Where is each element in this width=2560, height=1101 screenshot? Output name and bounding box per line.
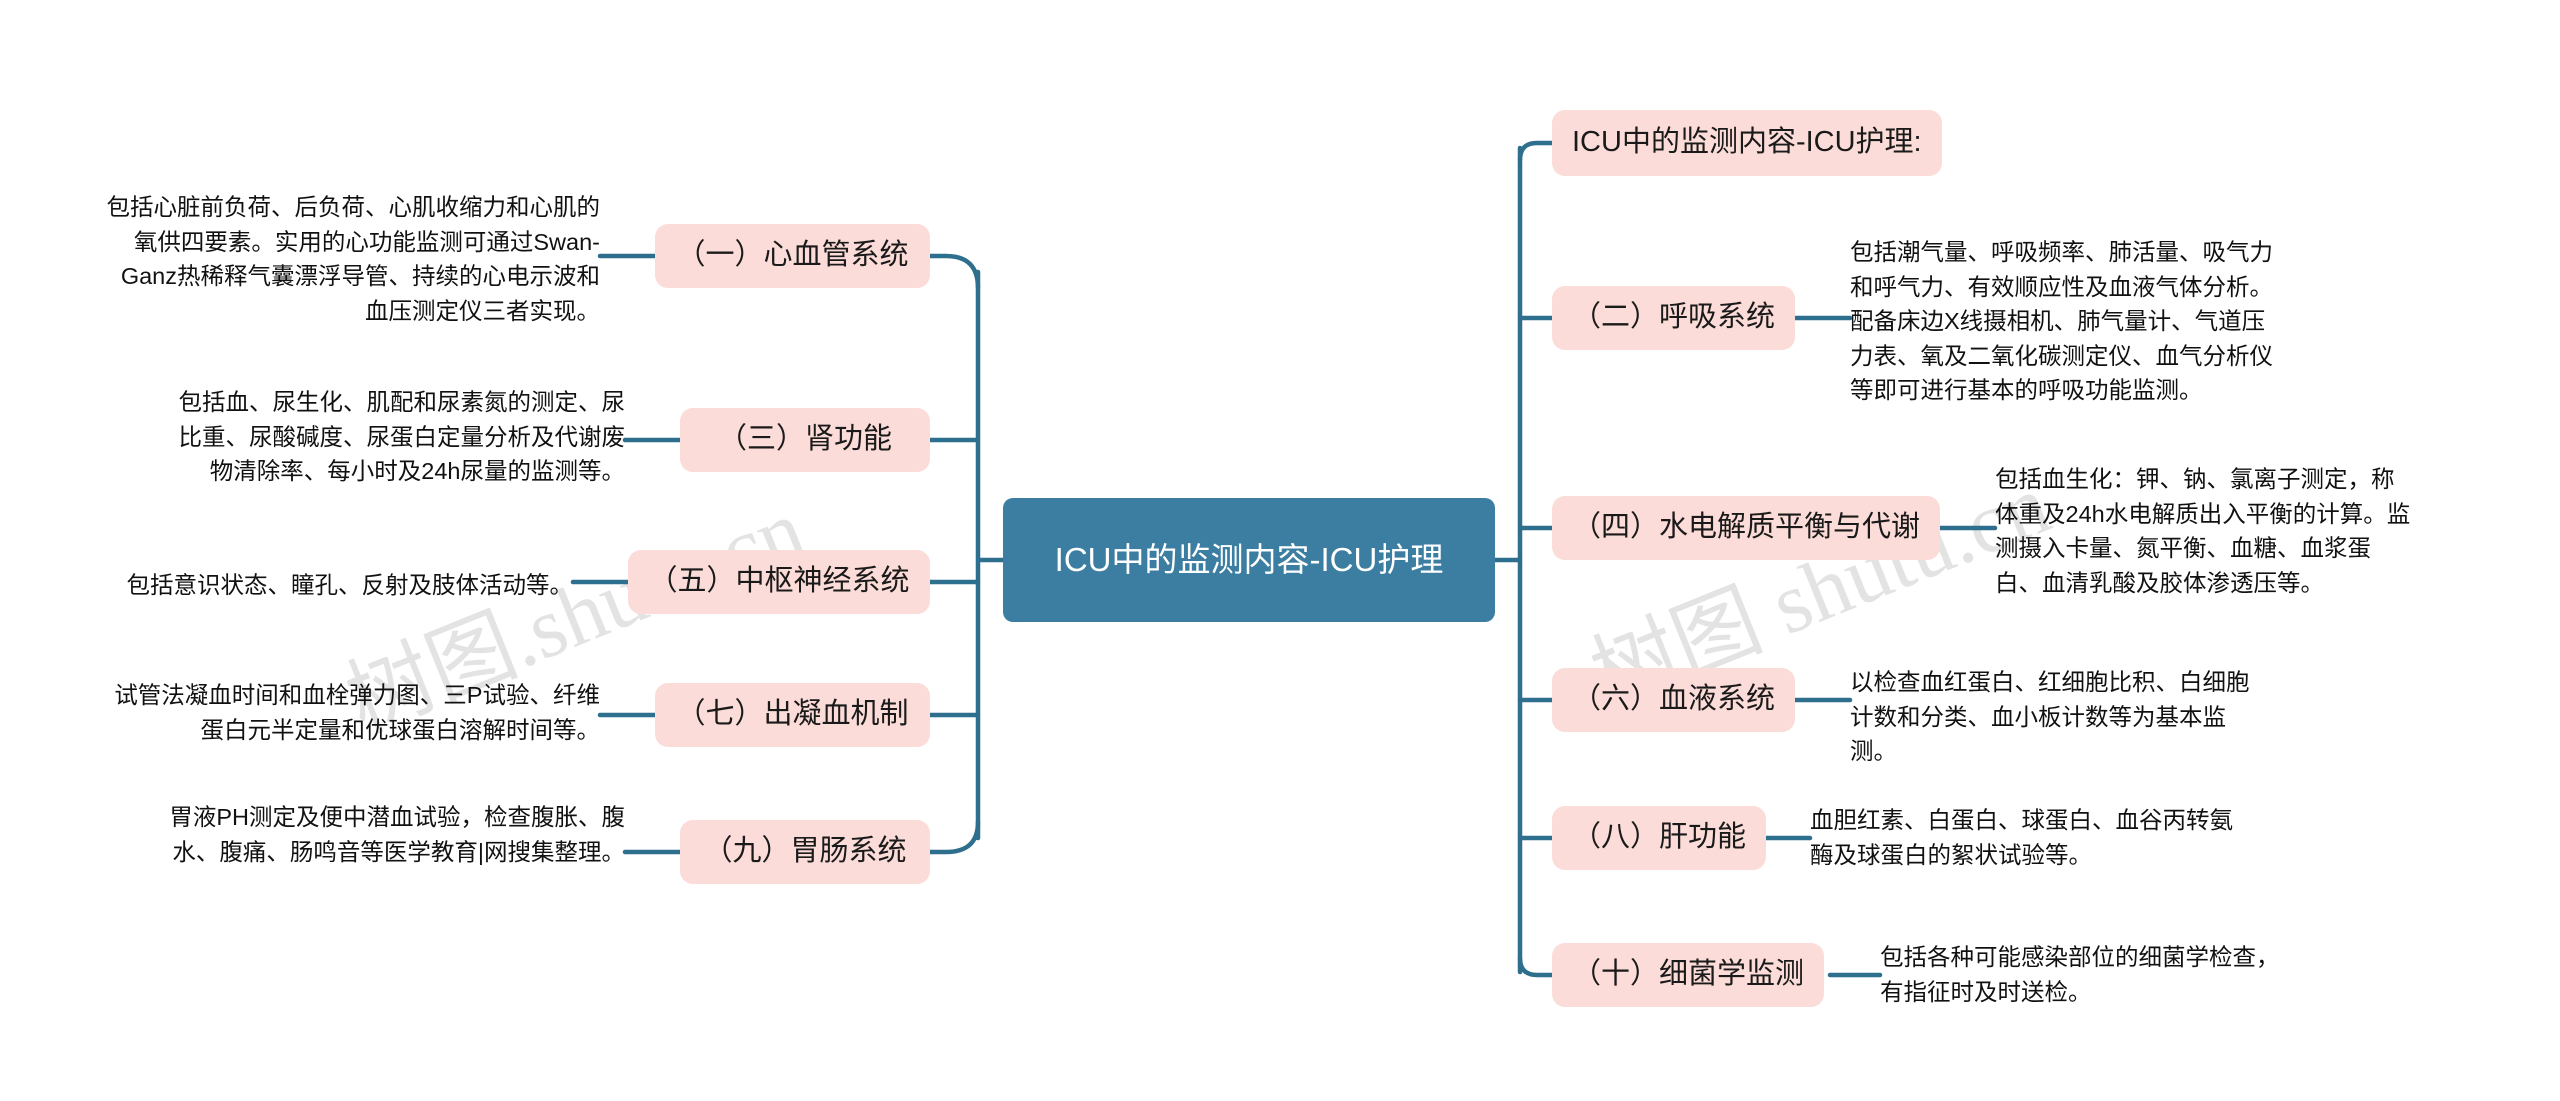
topic-gastrointestinal-label: （九）胃肠系统 <box>703 835 907 868</box>
topic-cns[interactable]: （五）中枢神经系统 <box>628 550 930 614</box>
link-right-topic-5 <box>1517 955 1555 978</box>
root-node-label: ICU中的监测内容-ICU护理 <box>1054 540 1444 578</box>
topic-respiratory[interactable]: （二）呼吸系统 <box>1552 286 1796 350</box>
note-respiratory-text: 包括潮气量、呼吸频率、肺活量、吸气力和呼气力、有效顺应性及血液气体分析。配备床边… <box>1850 239 2273 404</box>
link-left-topic-1 <box>927 253 981 291</box>
note-renal-function-text: 包括血、尿生化、肌配和尿素氮的测定、尿比重、尿酸碱度、尿蛋白定量分析及代谢废物清… <box>178 389 626 485</box>
note-cns-text: 包括意识状态、瞳孔、反射及肢体活动等。 <box>126 572 574 598</box>
note-respiratory: 包括潮气量、呼吸频率、肺活量、吸气力和呼气力、有效顺应性及血液气体分析。配备床边… <box>1850 235 2280 408</box>
topic-cns-label: （五）中枢神经系统 <box>648 565 910 598</box>
topic-cardiovascular[interactable]: （一）心血管系统 <box>655 224 930 288</box>
note-cardiovascular-text: 包括心脏前负荷、后负荷、心肌收缩力和心肌的氧供四要素。实用的心功能监测可通过Sw… <box>106 194 601 324</box>
right-header-node[interactable]: ICU中的监测内容-ICU护理: <box>1552 110 1942 176</box>
topic-liver-function[interactable]: （八）肝功能 <box>1552 806 1767 870</box>
topic-respiratory-label: （二）呼吸系统 <box>1572 301 1776 334</box>
topic-cardiovascular-label: （一）心血管系统 <box>676 239 909 272</box>
topic-gastrointestinal[interactable]: （九）胃肠系统 <box>680 820 930 884</box>
note-gastrointestinal: 胃液PH测定及便中潜血试验，检查腹胀、腹水、腹痛、肠鸣音等医学教育|网搜集整理。 <box>125 800 625 869</box>
note-blood-system-text: 以检查血红蛋白、红细胞比积、白细胞计数和分类、血小板计数等为基本监测。 <box>1850 669 2250 765</box>
note-liver-function-text: 血胆红素、白蛋白、球蛋白、血谷丙转氨酶及球蛋白的絮状试验等。 <box>1810 807 2233 868</box>
note-bacteriology-text: 包括各种可能感染部位的细菌学检查，有指征时及时送检。 <box>1880 944 2280 1005</box>
topic-coagulation[interactable]: （七）出凝血机制 <box>655 683 930 747</box>
topic-liver-function-label: （八）肝功能 <box>1572 821 1747 854</box>
note-coagulation-text: 试管法凝血时间和血栓弹力图、三P试验、纤维蛋白元半定量和优球蛋白溶解时间等。 <box>114 682 600 743</box>
note-bacteriology: 包括各种可能感染部位的细菌学检查，有指征时及时送检。 <box>1880 940 2300 1009</box>
topic-coagulation-label: （七）出凝血机制 <box>676 698 909 731</box>
link-left-topic-5 <box>927 819 981 855</box>
note-water-electrolyte: 包括血生化：钾、钠、氯离子测定，称体重及24h水电解质出入平衡的计算。监测摄入卡… <box>1995 462 2415 600</box>
note-cns: 包括意识状态、瞳孔、反射及肢体活动等。 <box>100 568 574 603</box>
note-liver-function: 血胆红素、白蛋白、球蛋白、血谷丙转氨酶及球蛋白的絮状试验等。 <box>1810 803 2240 872</box>
topic-renal-function[interactable]: （三）肾功能 <box>680 408 930 472</box>
note-cardiovascular: 包括心脏前负荷、后负荷、心肌收缩力和心肌的氧供四要素。实用的心功能监测可通过Sw… <box>100 190 601 328</box>
topic-blood-system-label: （六）血液系统 <box>1572 683 1776 716</box>
link-right-header <box>1517 140 1555 163</box>
note-gastrointestinal-text: 胃液PH测定及便中潜血试验，检查腹胀、腹水、腹痛、肠鸣音等医学教育|网搜集整理。 <box>169 804 625 865</box>
note-blood-system: 以检查血红蛋白、红细胞比积、白细胞计数和分类、血小板计数等为基本监测。 <box>1850 665 2270 769</box>
right-header-label: ICU中的监测内容-ICU护理: <box>1572 126 1922 159</box>
note-renal-function: 包括血、尿生化、肌配和尿素氮的测定、尿比重、尿酸碱度、尿蛋白定量分析及代谢废物清… <box>165 385 626 489</box>
topic-renal-function-label: （三）肾功能 <box>717 423 892 456</box>
topic-bacteriology[interactable]: （十）细菌学监测 <box>1552 943 1825 1007</box>
root-node[interactable]: ICU中的监测内容-ICU护理 <box>1003 498 1495 622</box>
topic-water-electrolyte-label: （四）水电解质平衡与代谢 <box>1572 511 1921 544</box>
note-water-electrolyte-text: 包括血生化：钾、钠、氯离子测定，称体重及24h水电解质出入平衡的计算。监测摄入卡… <box>1995 466 2411 596</box>
topic-water-electrolyte[interactable]: （四）水电解质平衡与代谢 <box>1552 496 1941 560</box>
topic-blood-system[interactable]: （六）血液系统 <box>1552 668 1796 732</box>
topic-bacteriology-label: （十）细菌学监测 <box>1572 958 1805 991</box>
note-coagulation: 试管法凝血时间和血栓弹力图、三P试验、纤维蛋白元半定量和优球蛋白溶解时间等。 <box>100 678 600 747</box>
